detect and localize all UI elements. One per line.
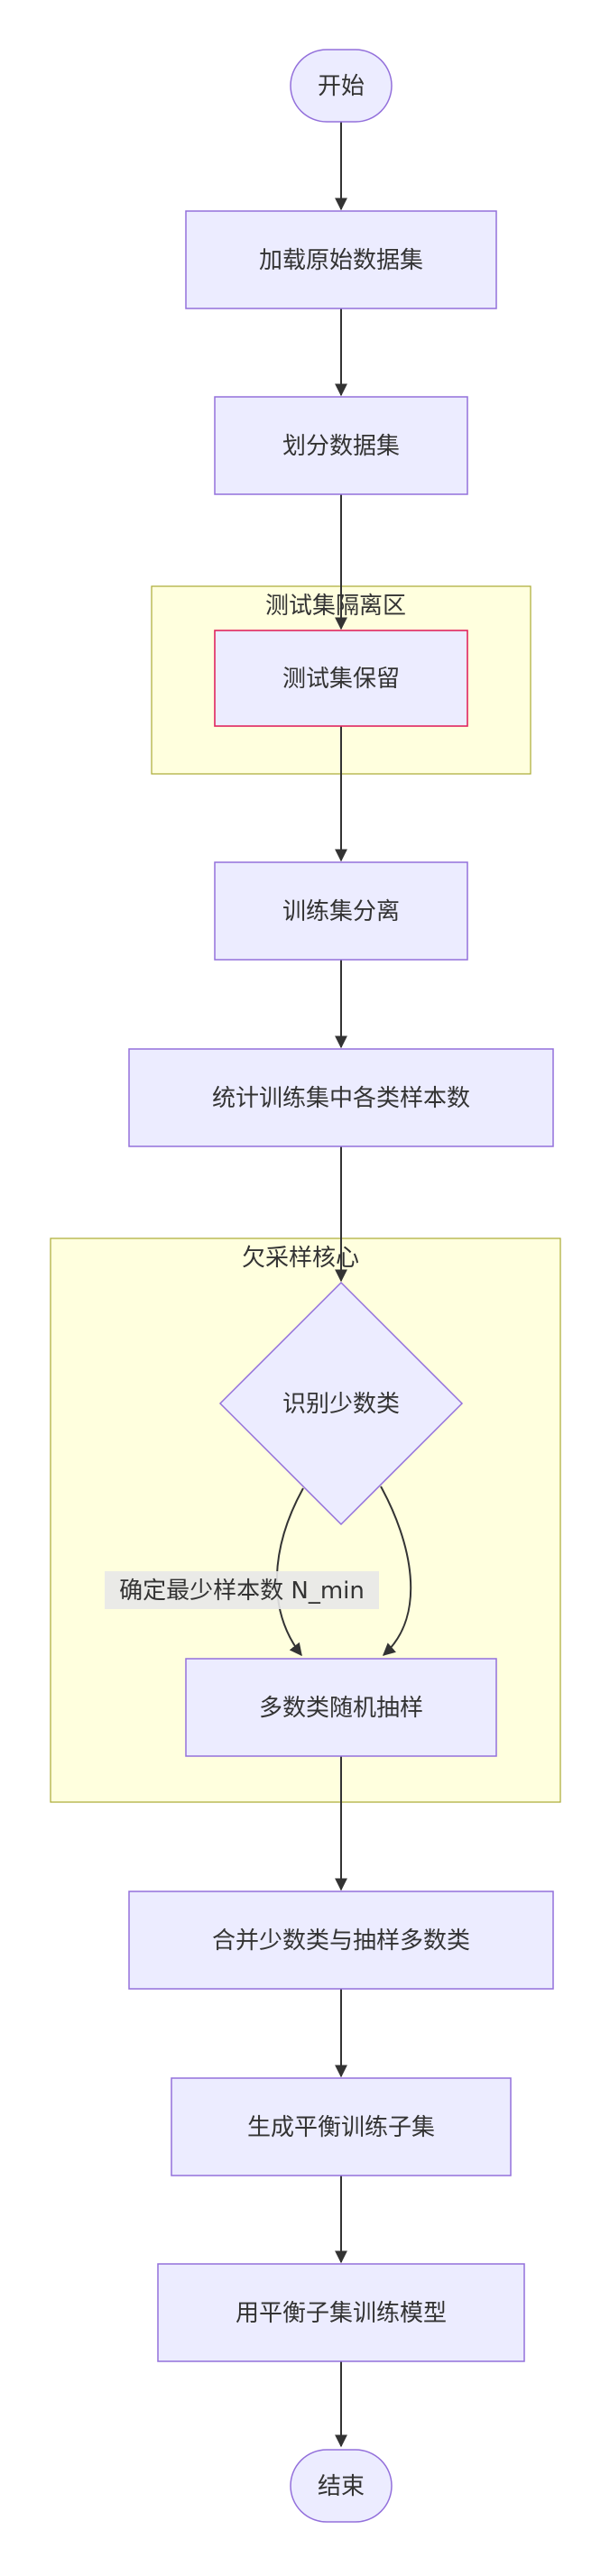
node-test-keep[interactable]: 测试集保留 [214, 630, 468, 727]
cluster-undersampling-core-title: 欠采样核心 [242, 1245, 359, 1272]
node-split[interactable]: 划分数据集 [214, 396, 468, 495]
node-count-label: 统计训练集中各类样本数 [212, 1085, 470, 1112]
node-end-label: 结束 [318, 2473, 365, 2500]
node-start[interactable]: 开始 [290, 49, 393, 123]
node-train-sep[interactable]: 训练集分离 [214, 861, 468, 961]
node-train-model[interactable]: 用平衡子集训练模型 [157, 2263, 525, 2362]
node-load-label: 加载原始数据集 [259, 247, 423, 274]
node-merge[interactable]: 合并少数类与抽样多数类 [128, 1891, 554, 1990]
cluster-test-isolation-title: 测试集隔离区 [265, 593, 406, 620]
node-load[interactable]: 加载原始数据集 [185, 210, 497, 309]
edges [275, 122, 412, 2448]
node-merge-label: 合并少数类与抽样多数类 [212, 1927, 470, 1955]
node-balanced[interactable]: 生成平衡训练子集 [171, 2077, 512, 2176]
node-balanced-label: 生成平衡训练子集 [247, 2114, 435, 2141]
node-sample[interactable]: 多数类随机抽样 [185, 1658, 497, 1757]
edge-label-min-samples: 确定最少样本数 N_min [105, 1571, 379, 1609]
node-start-label: 开始 [318, 73, 365, 100]
node-count[interactable]: 统计训练集中各类样本数 [128, 1048, 554, 1147]
node-train-sep-label: 训练集分离 [282, 898, 400, 925]
edge-identify-sample-right [380, 1486, 412, 1656]
node-identify[interactable]: 识别少数类 [218, 1281, 464, 1526]
node-sample-label: 多数类随机抽样 [259, 1695, 423, 1722]
node-identify-label: 识别少数类 [282, 1391, 400, 1418]
node-train-model-label: 用平衡子集训练模型 [236, 2300, 447, 2327]
node-test-keep-label: 测试集保留 [282, 666, 400, 693]
edge-label-min-samples-text: 确定最少样本数 N_min [119, 1578, 365, 1605]
node-end[interactable]: 结束 [290, 2449, 393, 2523]
node-split-label: 划分数据集 [282, 433, 400, 460]
